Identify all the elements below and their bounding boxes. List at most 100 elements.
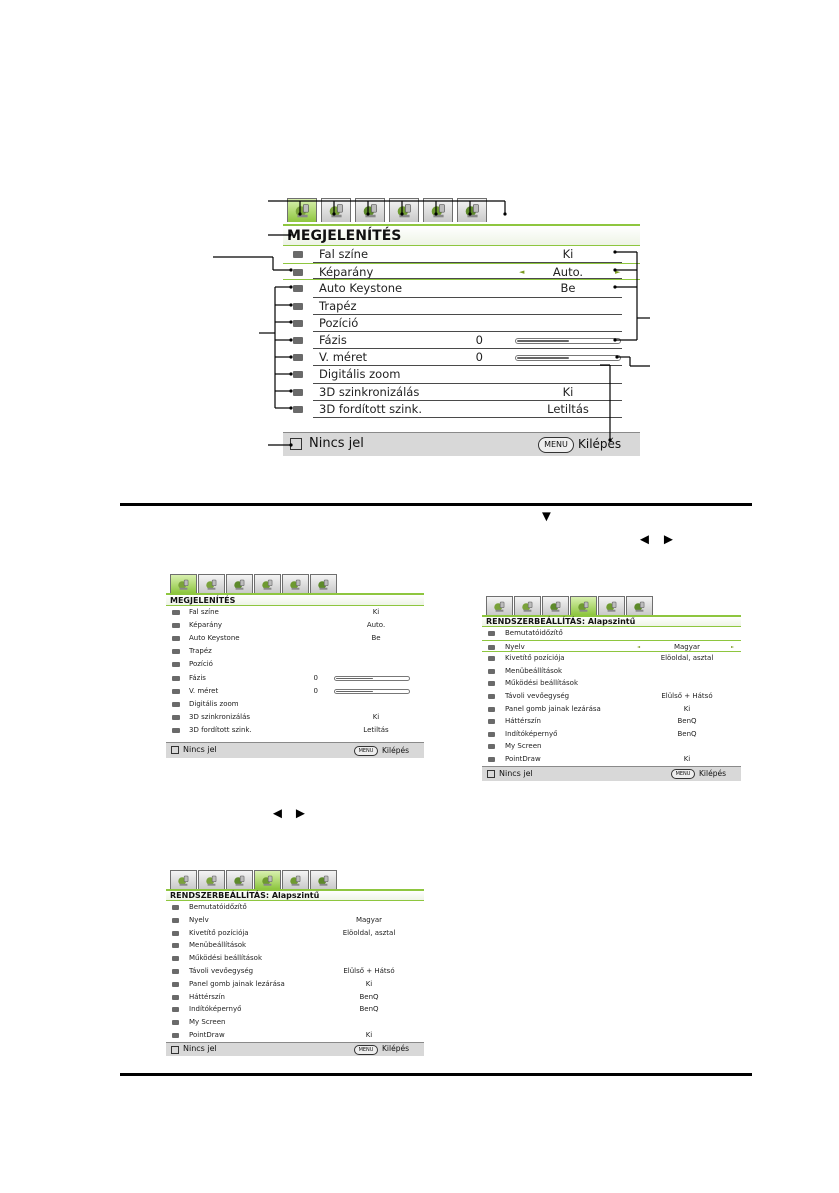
- menu-tab-3[interactable]: [542, 596, 569, 615]
- menu-item-label: Távoli vevőegység: [189, 967, 254, 975]
- menu-item-icon: [172, 994, 179, 1000]
- menu-row[interactable]: Bemutatóidőzítő: [482, 627, 741, 640]
- menu-tab-1[interactable]: [486, 596, 513, 615]
- menu-key-icon[interactable]: MENU: [354, 746, 378, 756]
- menu-tab-2[interactable]: [198, 870, 225, 889]
- menu-tab-4[interactable]: [254, 870, 281, 889]
- source-status: Nincs jel: [309, 436, 364, 451]
- slider-bar[interactable]: [334, 688, 410, 694]
- exit-label[interactable]: Kilépés: [382, 746, 409, 755]
- source-status: Nincs jel: [183, 745, 217, 754]
- menu-tab-3[interactable]: [355, 198, 385, 222]
- menu-row[interactable]: Digitális zoom: [166, 698, 424, 711]
- menu-tab-4[interactable]: [254, 574, 281, 593]
- menu-item-icon: [293, 302, 303, 310]
- menu-row[interactable]: Működési beállítások: [166, 952, 424, 965]
- menu-key-icon[interactable]: MENU: [538, 437, 574, 453]
- exit-label[interactable]: Kilépés: [382, 1044, 409, 1053]
- menu-tab-3[interactable]: [226, 870, 253, 889]
- menu-tab-4[interactable]: [389, 198, 419, 222]
- menu-footer: Nincs jel MENU Kilépés: [166, 742, 424, 758]
- menu-key-icon[interactable]: MENU: [671, 769, 695, 779]
- left-arrow-icon[interactable]: ◄: [637, 643, 641, 649]
- right-arrow-glyph-2: ►: [293, 805, 308, 822]
- menu-item-label: Pozíció: [319, 315, 359, 330]
- menu-row[interactable]: Digitális zoom: [283, 366, 640, 384]
- slider-bar[interactable]: [515, 355, 621, 362]
- menu-tab-6[interactable]: [310, 870, 337, 889]
- menu-tab-5[interactable]: [423, 198, 453, 222]
- row-divider: [313, 365, 622, 367]
- menu-tab-2[interactable]: [198, 574, 225, 593]
- right-arrow-icon[interactable]: ►: [731, 643, 735, 649]
- menu-item-label: Auto Keystone: [319, 281, 403, 296]
- menu-tab-3[interactable]: [226, 574, 253, 593]
- menu-tab-1[interactable]: [170, 870, 197, 889]
- menu-key-icon[interactable]: MENU: [354, 1045, 378, 1055]
- menu-row[interactable]: Menübeállítások: [482, 665, 741, 678]
- menu-tab-2[interactable]: [514, 596, 541, 615]
- menu-row[interactable]: 3D fordított szink.Letiltás: [283, 401, 640, 418]
- left-arrow-icon[interactable]: ◄: [519, 268, 525, 277]
- menu-item-icon: [172, 917, 179, 923]
- right-arrow-glyph: ►: [661, 531, 676, 548]
- menu-row[interactable]: Pozíció: [283, 315, 640, 332]
- menu-item-label: My Screen: [505, 742, 542, 751]
- right-arrow-icon[interactable]: ►: [615, 268, 621, 277]
- menu-tab-5[interactable]: [282, 870, 309, 889]
- slider-bar[interactable]: [334, 675, 410, 681]
- menu-tab-5[interactable]: [282, 574, 309, 593]
- menu-row[interactable]: Pozíció: [166, 658, 424, 671]
- source-tab-icon: [234, 875, 245, 886]
- slider-bar[interactable]: [515, 338, 621, 344]
- menu-row[interactable]: Működési beállítások: [482, 677, 741, 690]
- menu-tab-5[interactable]: [598, 596, 625, 615]
- menu-row[interactable]: Menübeállítások: [166, 939, 424, 952]
- menu-row[interactable]: My Screen: [482, 740, 741, 753]
- menu-row[interactable]: 3D fordított szink.Letiltás: [166, 724, 424, 737]
- menu-item-value: Ki: [562, 247, 574, 261]
- menu-tab-6[interactable]: [626, 596, 653, 615]
- menu-item-icon: [488, 668, 495, 674]
- menu-item-label: Bemutatóidőzítő: [189, 903, 247, 911]
- menu-tab-6[interactable]: [310, 574, 337, 593]
- menu-item-icon: [172, 930, 179, 936]
- menu-tabs: [166, 870, 424, 889]
- menu-tab-1[interactable]: [287, 198, 317, 222]
- menu-row[interactable]: Bemutatóidőzítő: [166, 901, 424, 914]
- menu-tab-1[interactable]: [170, 574, 197, 593]
- menu-item-label: 3D fordított szink.: [189, 725, 252, 734]
- exit-label[interactable]: Kilépés: [699, 769, 726, 778]
- menu-row[interactable]: My Screen: [166, 1016, 424, 1029]
- menu-row[interactable]: Trapéz: [166, 645, 424, 658]
- menu-tab-4[interactable]: [570, 596, 597, 615]
- menu-row[interactable]: Trapéz: [283, 298, 640, 315]
- menu-tab-2[interactable]: [321, 198, 351, 222]
